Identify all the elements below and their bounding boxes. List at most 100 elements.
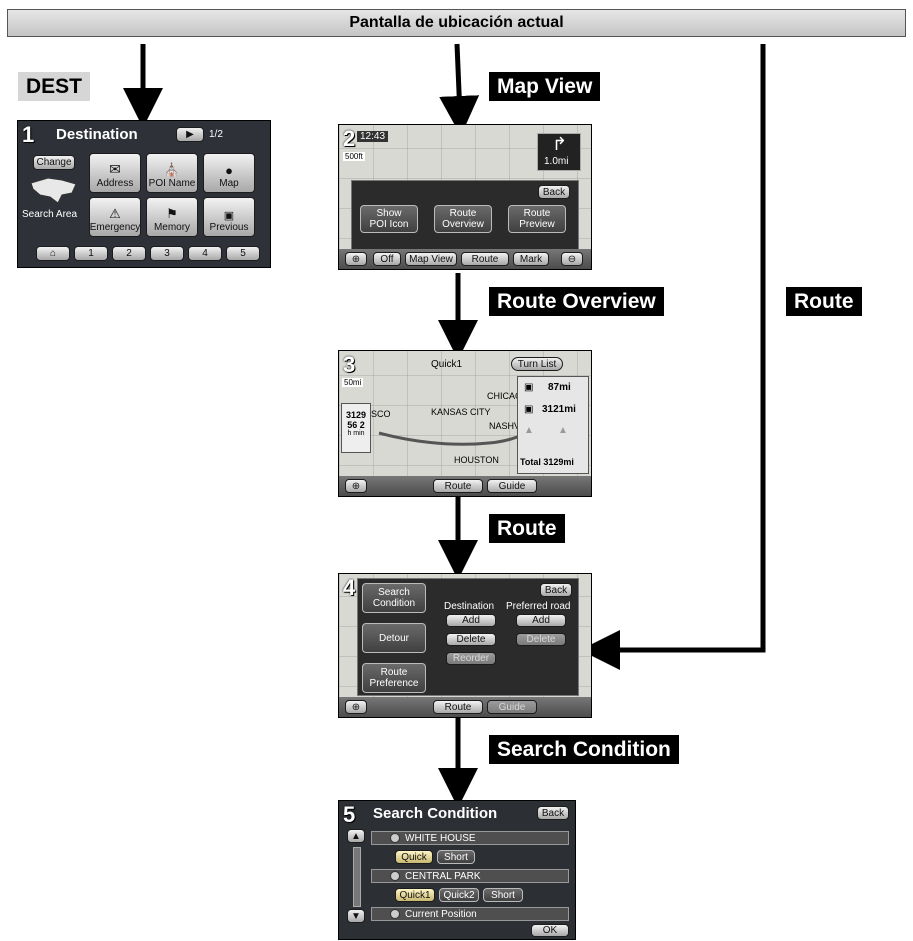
preferred-road-add-button[interactable]: Add [516,614,566,627]
toll-road-icon: ▣ [524,382,534,393]
previous-label: Previous [209,222,249,233]
route-summary-side: 3129 56 2 h min [341,403,371,453]
short-button[interactable]: Short [437,850,475,864]
zoom-in-button[interactable]: ⊕ [345,700,367,714]
destination-add-button[interactable]: Add [446,614,496,627]
tag-route-overview: Route Overview [489,287,664,316]
back-button[interactable]: Back [538,185,570,199]
back-button[interactable]: Back [537,806,569,820]
destination-reorder-button[interactable]: Reorder [446,652,496,665]
poi-name-label: POI Name [148,178,196,189]
search-condition-button[interactable]: Search Condition [362,583,426,613]
route-overview-button[interactable]: Route Overview [434,205,492,233]
screen-number: 4 [343,575,356,600]
destination-delete-button[interactable]: Delete [446,633,496,646]
arrow-banner-to-route-screen [580,44,766,670]
zoom-in-icon: ⊕ [351,253,361,265]
guide-button[interactable]: Guide [487,700,537,714]
freeway-miles: 3121mi [542,404,576,415]
page-banner: Pantalla de ubicación actual [7,9,906,37]
route-preview-button[interactable]: Route Preview [508,205,566,233]
tag-route-right: Route [786,287,862,316]
previous-button[interactable]: ▣Previous [203,197,255,237]
envelope-icon: ✉ [109,161,121,177]
route-button[interactable]: Route [433,700,483,714]
tag-route-mid-text: Route [497,517,557,540]
quick-button[interactable]: Quick [395,850,433,864]
mark-button[interactable]: Mark [513,252,549,266]
memory-key-1[interactable]: 1 [74,246,108,261]
emergency-button[interactable]: ⚠Emergency [89,197,141,237]
tag-map-view-text: Map View [497,75,593,98]
waypoint-name: WHITE HOUSE [405,832,476,844]
preferred-road-delete-button[interactable]: Delete [516,633,566,646]
ok-button[interactable]: OK [531,924,569,937]
guide-button[interactable]: Guide [487,479,537,493]
tag-dest: DEST [18,72,91,101]
quick1-button[interactable]: Quick1 [395,888,435,902]
zoom-out-button[interactable]: ⊖ [561,252,583,266]
tag-route-mid: Route [489,514,565,543]
waypoint-row-1: WHITE HOUSE [371,831,569,845]
waypoint-row-2: CENTRAL PARK [371,869,569,883]
page-indicator: 1/2 [209,129,223,140]
short-button-2[interactable]: Short [483,888,523,902]
address-button[interactable]: ✉Address [89,153,141,193]
toll-miles: 87mi [548,382,571,393]
zoom-in-button[interactable]: ⊕ [345,479,367,493]
home-button[interactable]: ⌂ [36,246,70,261]
search-area-label[interactable]: Search Area [22,209,78,220]
mountain-icon: ▲ [558,425,568,436]
tag-route-overview-text: Route Overview [497,290,656,313]
zoom-in-icon: ⊕ [351,480,361,492]
memory-key-3[interactable]: 3 [150,246,184,261]
waypoint-row-3: Current Position [371,907,569,921]
map-scale: 500ft [343,152,365,161]
route-button[interactable]: Route [433,479,483,493]
arrow-right-icon: ▶ [186,129,194,140]
scrollbar-track[interactable] [353,847,361,907]
screen-destination: 1 Destination ▶ 1/2 Change Search Area ✉… [17,120,271,268]
scroll-down-button[interactable]: ▼ [347,909,365,923]
city-label-sco: SCO [371,409,391,419]
camera-icon: ▣ [223,210,235,222]
scroll-up-button[interactable]: ▲ [347,829,365,843]
back-button[interactable]: Back [540,583,572,597]
screen-search-condition: 5 Search Condition Back ▲ ▼ WHITE HOUSE … [338,800,576,940]
turn-list-button[interactable]: Turn List [511,357,563,371]
ferry-icon: ▲ [524,425,534,436]
memory-key-5[interactable]: 5 [226,246,260,261]
route-preference-button[interactable]: Route Preference [362,663,426,693]
memory-key-4[interactable]: 4 [188,246,222,261]
zoom-in-icon: ⊕ [351,701,361,713]
map-button[interactable]: ●Map [203,153,255,193]
memory-key-2[interactable]: 2 [112,246,146,261]
screen-map-view: 2 12:43 500ft ↱ 1.0mi Back Show POI Icon… [338,124,592,270]
turn-right-icon: ↱ [552,134,568,154]
detour-button[interactable]: Detour [362,623,426,653]
show-poi-icon-button[interactable]: Show POI Icon [360,205,418,233]
house-icon: ⌂ [49,248,57,259]
next-page-button[interactable]: ▶ [176,127,204,142]
map-view-button[interactable]: Map View [405,252,457,266]
change-button[interactable]: Change [33,155,75,170]
route-button[interactable]: Route [461,252,509,266]
clock: 12:43 [357,131,389,142]
turn-distance: 1.0mi [544,156,569,167]
map-view-dialog: Back Show POI Icon Route Overview Route … [351,180,579,252]
bottom-bar: ⊕ Route Guide [339,476,591,496]
freeway-icon: ▣ [524,404,534,415]
poi-name-button[interactable]: ⛪POI Name [146,153,198,193]
memory-button[interactable]: ⚑Memory [146,197,198,237]
zoom-in-button[interactable]: ⊕ [345,252,367,266]
zoom-out-icon: ⊖ [567,253,577,265]
banner-title: Pantalla de ubicación actual [349,14,564,31]
route-dialog: Search Condition Detour Route Preference… [357,578,579,696]
off-button[interactable]: Off [373,252,401,266]
quick2-button[interactable]: Quick2 [439,888,479,902]
screen-title: Search Condition [373,805,498,822]
tag-search-condition-text: Search Condition [497,738,671,761]
arrow-down-icon: ▼ [351,910,361,922]
city-label-kansas-city: KANSAS CITY [431,407,491,417]
memory-label: Memory [153,222,191,233]
